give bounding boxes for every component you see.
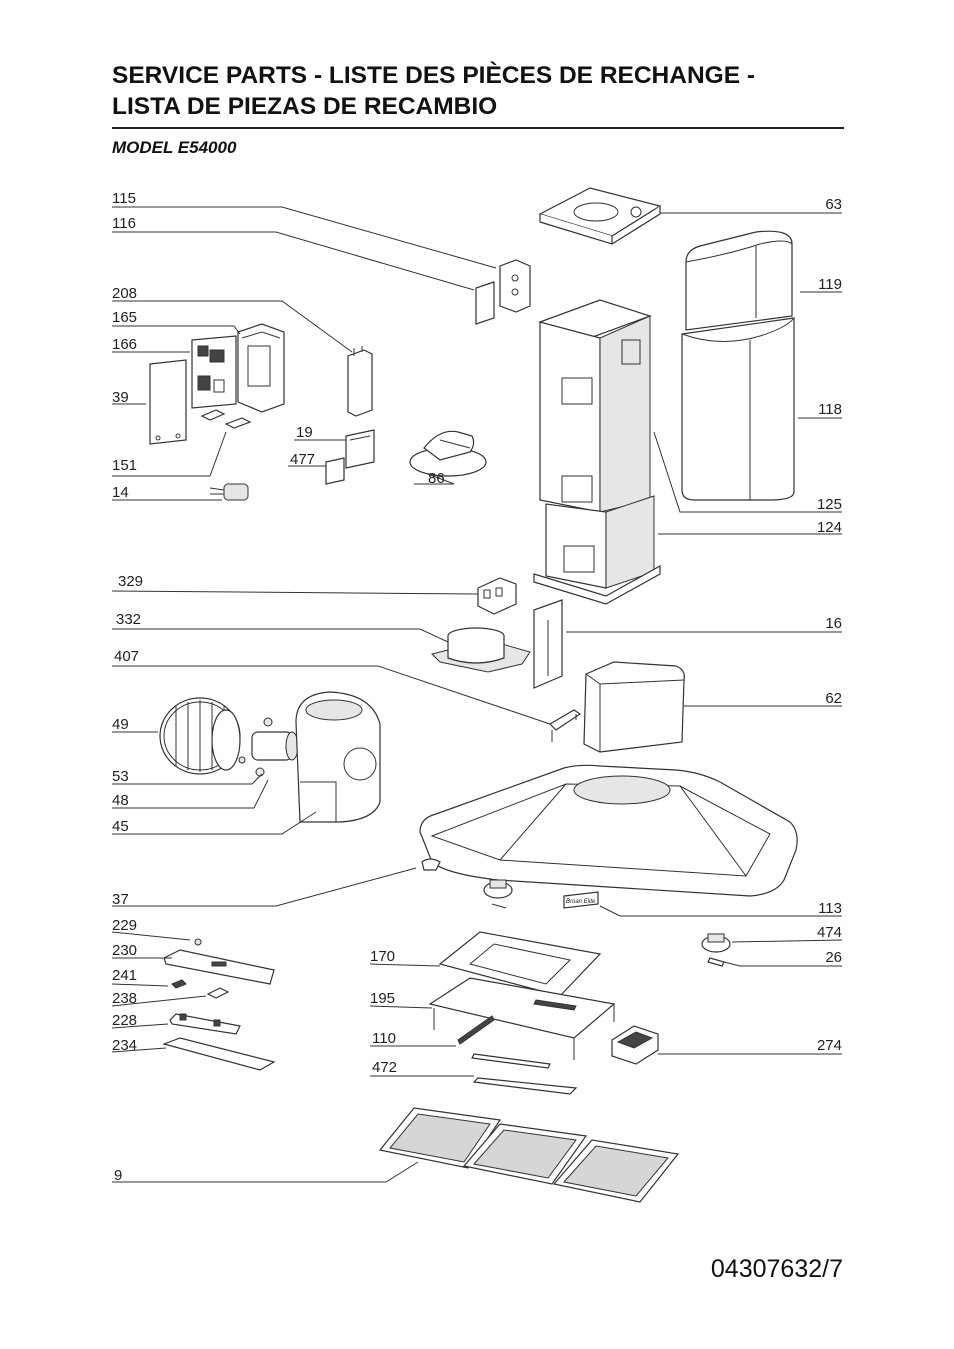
document-number: 04307632/7	[710, 1255, 843, 1283]
part-hood-body	[419, 764, 798, 897]
part-229-screw	[194, 938, 202, 946]
label-14: 14	[112, 484, 129, 501]
label-49: 49	[112, 716, 129, 733]
label-115: 115	[112, 190, 136, 207]
model-label: MODEL E54000	[112, 138, 237, 157]
part-151-terminals	[200, 409, 252, 429]
label-230: 230	[112, 942, 137, 959]
brand-plate-text: Broan Elite	[566, 899, 596, 905]
part-110-strip	[457, 1015, 495, 1045]
label-53: 53	[112, 768, 129, 785]
part-472-strip	[471, 1053, 578, 1095]
part-39-cover	[149, 359, 187, 445]
label-241: 241	[112, 967, 137, 984]
part-9-grease-filter-1	[378, 1107, 502, 1169]
part-45-blower-housing	[295, 691, 381, 823]
part-26-lamp	[707, 957, 725, 967]
part-motor	[251, 731, 299, 761]
label-208: 208	[112, 285, 137, 302]
part-19-box	[345, 429, 375, 469]
label-151: 151	[112, 457, 137, 474]
label-170: 170	[370, 948, 395, 965]
title-line-1: SERVICE PARTS - LISTE DES PIÈCES DE RECH…	[112, 62, 756, 89]
label-124: 124	[817, 519, 842, 536]
title-line-2: LISTA DE PIEZAS DE RECAMBIO	[112, 93, 498, 120]
part-332-collar	[431, 627, 531, 673]
part-477-clip	[325, 457, 345, 485]
label-274: 274	[817, 1037, 842, 1054]
label-165: 165	[112, 309, 137, 326]
label-62: 62	[825, 690, 842, 707]
part-166-circuit-board	[191, 335, 237, 409]
label-16: 16	[825, 615, 842, 632]
label-234: 234	[112, 1037, 137, 1054]
label-166: 166	[112, 336, 137, 353]
label-116: 116	[112, 215, 136, 232]
label-39: 39	[112, 389, 129, 406]
part-119-upper-chimney	[685, 230, 793, 331]
label-477: 477	[290, 451, 315, 468]
label-329: 329	[118, 573, 143, 590]
part-238-switch	[206, 987, 230, 999]
label-332: 332	[116, 611, 141, 628]
part-49-blower-wheel	[159, 697, 241, 775]
label-238: 238	[112, 990, 137, 1007]
title-divider	[112, 127, 844, 129]
label-119: 119	[818, 276, 842, 293]
part-241-button	[171, 979, 187, 989]
label-26: 26	[825, 949, 842, 966]
part-9-grease-filter-3	[552, 1139, 680, 1203]
label-228: 228	[112, 1012, 137, 1029]
part-16-plate	[533, 599, 563, 689]
leader-lines	[111, 206, 843, 1183]
part-115-bracket	[499, 259, 531, 313]
part-228-board	[169, 1013, 241, 1035]
page-title: SERVICE PARTS - LISTE DES PIÈCES DE RECH…	[112, 60, 852, 122]
label-48: 48	[112, 792, 129, 809]
label-472: 472	[372, 1059, 397, 1076]
part-48-nut	[255, 767, 265, 777]
part-113-brand-plate: Broan Elite	[563, 891, 599, 909]
label-9: 9	[114, 1167, 122, 1184]
label-407: 407	[114, 648, 139, 665]
label-113: 113	[818, 900, 842, 917]
part-474-lamp-housing	[701, 933, 731, 953]
part-274-junction-box	[611, 1025, 659, 1065]
part-86-damper	[409, 430, 487, 477]
part-124-inner-frame-lower	[533, 495, 661, 605]
part-234-cover	[162, 1037, 276, 1071]
part-195-frame	[428, 977, 616, 1060]
part-37-clip	[421, 858, 441, 871]
part-14-capacitor	[209, 483, 249, 501]
label-195: 195	[370, 990, 395, 1007]
part-labels: 115 116 208 165 166 39 151 14 19 477 86 …	[112, 190, 842, 1184]
part-170-frame	[438, 931, 602, 997]
part-165-control-box	[237, 323, 285, 413]
part-118-lower-chimney	[681, 317, 795, 501]
part-lamp-housing	[483, 879, 513, 909]
label-19: 19	[296, 424, 313, 441]
label-45: 45	[112, 818, 129, 835]
part-63-top-bracket	[538, 187, 662, 245]
part-125-inner-frame-upper	[538, 299, 652, 513]
label-125: 125	[817, 496, 842, 513]
label-229: 229	[112, 917, 137, 934]
part-329-bracket	[477, 577, 517, 615]
part-407-bracket	[549, 709, 582, 742]
label-63: 63	[825, 196, 842, 213]
part-230-panel	[163, 949, 275, 985]
part-116-plate	[475, 281, 495, 325]
part-208-component	[347, 346, 373, 417]
label-110: 110	[372, 1030, 396, 1047]
label-37: 37	[112, 891, 129, 908]
label-474: 474	[817, 924, 842, 941]
part-62-transition	[583, 661, 685, 753]
label-118: 118	[818, 401, 842, 418]
label-86: 86	[428, 470, 445, 487]
part-9-grease-filter-2	[462, 1123, 588, 1185]
part-53-nut	[238, 717, 273, 764]
